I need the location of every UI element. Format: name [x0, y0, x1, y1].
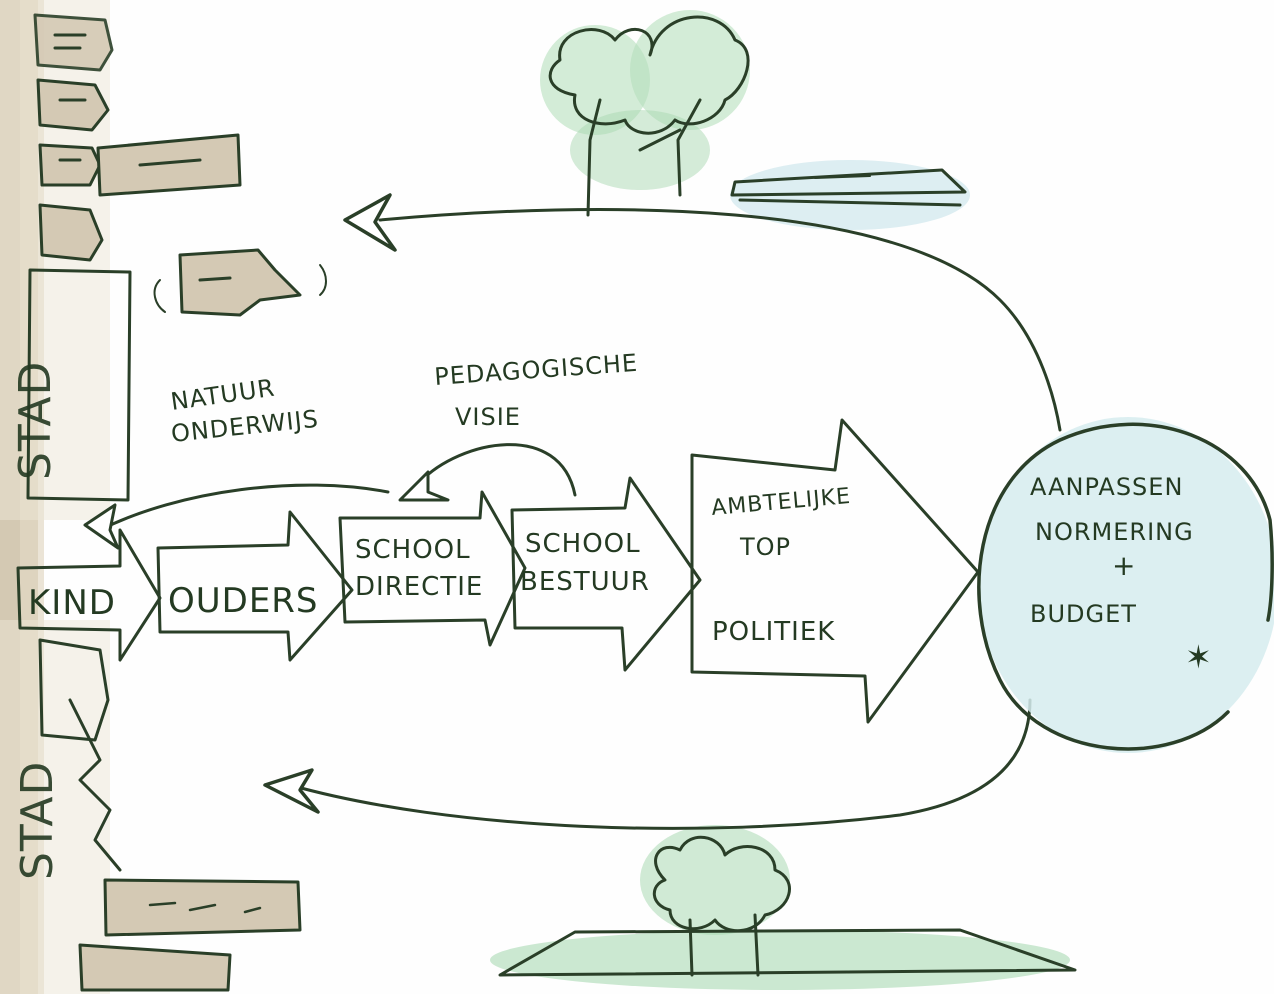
- circle-star: ✶: [1185, 638, 1213, 676]
- school-directie-arrow: [338, 490, 527, 647]
- circle-line1: AANPASSEN: [1030, 473, 1183, 501]
- politiek-label: POLITIEK: [712, 617, 835, 647]
- outcome-circle: AANPASSEN NORMERING + BUDGET ✶: [977, 417, 1274, 753]
- loop-bottom-arrowhead: [263, 768, 320, 814]
- ambtelijke-top-arrow: [690, 418, 980, 724]
- building-sketches: [26, 13, 327, 992]
- school-directie-label-line1: SCHOOL: [355, 535, 471, 565]
- circle-line2: NORMERING: [1035, 518, 1194, 546]
- pedagogische-label-line1: PEDAGOGISCHE: [433, 349, 639, 391]
- feedback-loops: [263, 193, 1062, 830]
- ouders-arrow: [156, 510, 354, 662]
- circle-line3: BUDGET: [1030, 600, 1137, 628]
- school-directie-label-line2: DIRECTIE: [355, 572, 483, 602]
- stad-bottom-label: STAD: [12, 761, 63, 880]
- ouders-label: OUDERS: [168, 581, 319, 621]
- school-bestuur-label-line2: BESTUUR: [520, 567, 650, 597]
- kind-arrow: [16, 528, 162, 662]
- school-bestuur-label-line1: SCHOOL: [525, 529, 641, 559]
- stad-top-label: STAD: [10, 361, 61, 480]
- ambtelijke-label-line1: AMBTELIJKE: [710, 484, 852, 521]
- pond-top: [730, 160, 970, 230]
- trees-bottom: [490, 825, 1077, 990]
- pedagogische-label-line2: VISIE: [455, 403, 521, 431]
- natuur-arrow: [83, 483, 390, 550]
- kind-label: KIND: [28, 583, 116, 623]
- ambtelijke-label-line2: TOP: [739, 533, 791, 561]
- stakeholder-chain: KIND OUDERS SCHOOL DIRECTIE SCHOOL BESTU…: [16, 418, 980, 724]
- circle-plus: +: [1112, 549, 1136, 582]
- pedagogische-arrow: [398, 443, 577, 502]
- loop-top-arrowhead: [343, 193, 397, 252]
- trees-top: [540, 10, 750, 217]
- school-bestuur-arrow: [510, 476, 702, 672]
